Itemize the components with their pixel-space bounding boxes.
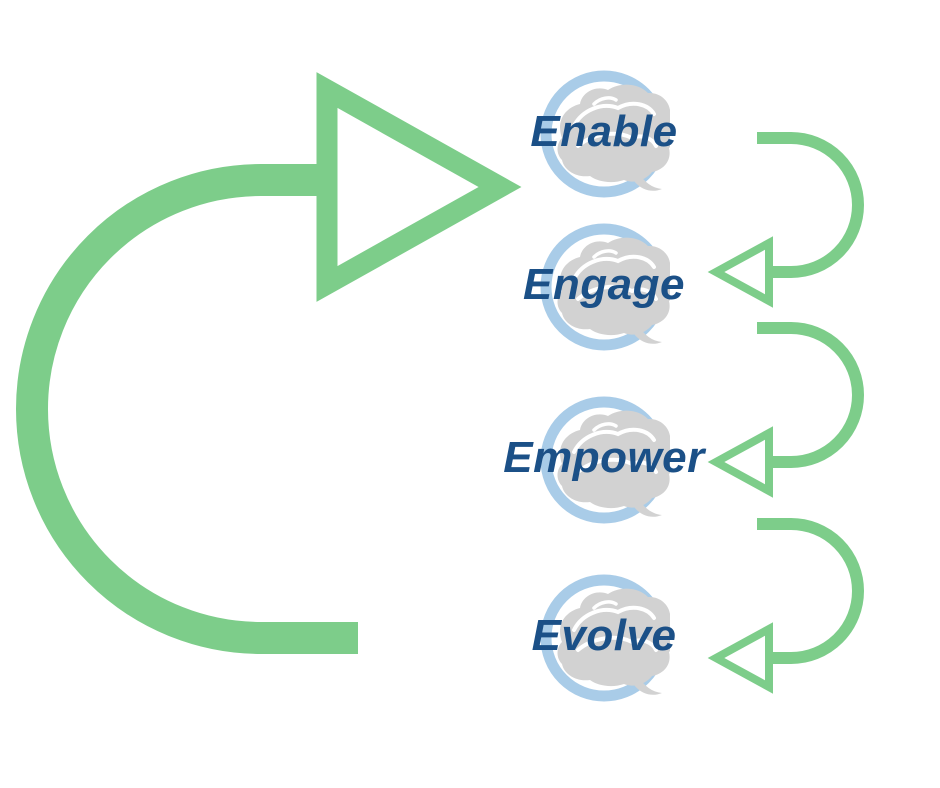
connector-arrow-empower-evolve [707, 518, 864, 694]
cycle-arrow-curve [16, 164, 358, 654]
connector-arrow-engage-empower [707, 322, 864, 498]
connector-arrowhead-icon [707, 426, 773, 498]
cycle-arrow-icon [16, 72, 522, 654]
step-enable: Enable [530, 68, 677, 200]
step-engage: Engage [523, 221, 684, 353]
brain-speech-icon [540, 223, 670, 351]
brain-icon [557, 588, 670, 695]
brain-icon [557, 84, 670, 191]
cycle-arrowhead-icon [316, 72, 522, 302]
step-evolve: Evolve [532, 572, 676, 704]
brain-speech-icon [540, 396, 670, 524]
brain-speech-icon [540, 70, 670, 198]
step-empower: Empower [503, 394, 704, 526]
step-label-evolve: Evolve [531, 611, 677, 661]
connector-curve [757, 518, 864, 664]
step-label-engage: Engage [523, 260, 685, 310]
connector-curve [757, 322, 864, 468]
brain-icon [557, 237, 670, 344]
connector-arrowhead-icon [707, 236, 773, 308]
connector-arrow-enable-engage [707, 132, 864, 308]
brain-icon [557, 410, 670, 517]
connector-arrowhead-icon [707, 622, 773, 694]
step-label-empower: Empower [503, 433, 705, 483]
connector-curve [757, 132, 864, 278]
step-label-enable: Enable [530, 107, 678, 157]
brain-speech-icon [540, 574, 670, 702]
